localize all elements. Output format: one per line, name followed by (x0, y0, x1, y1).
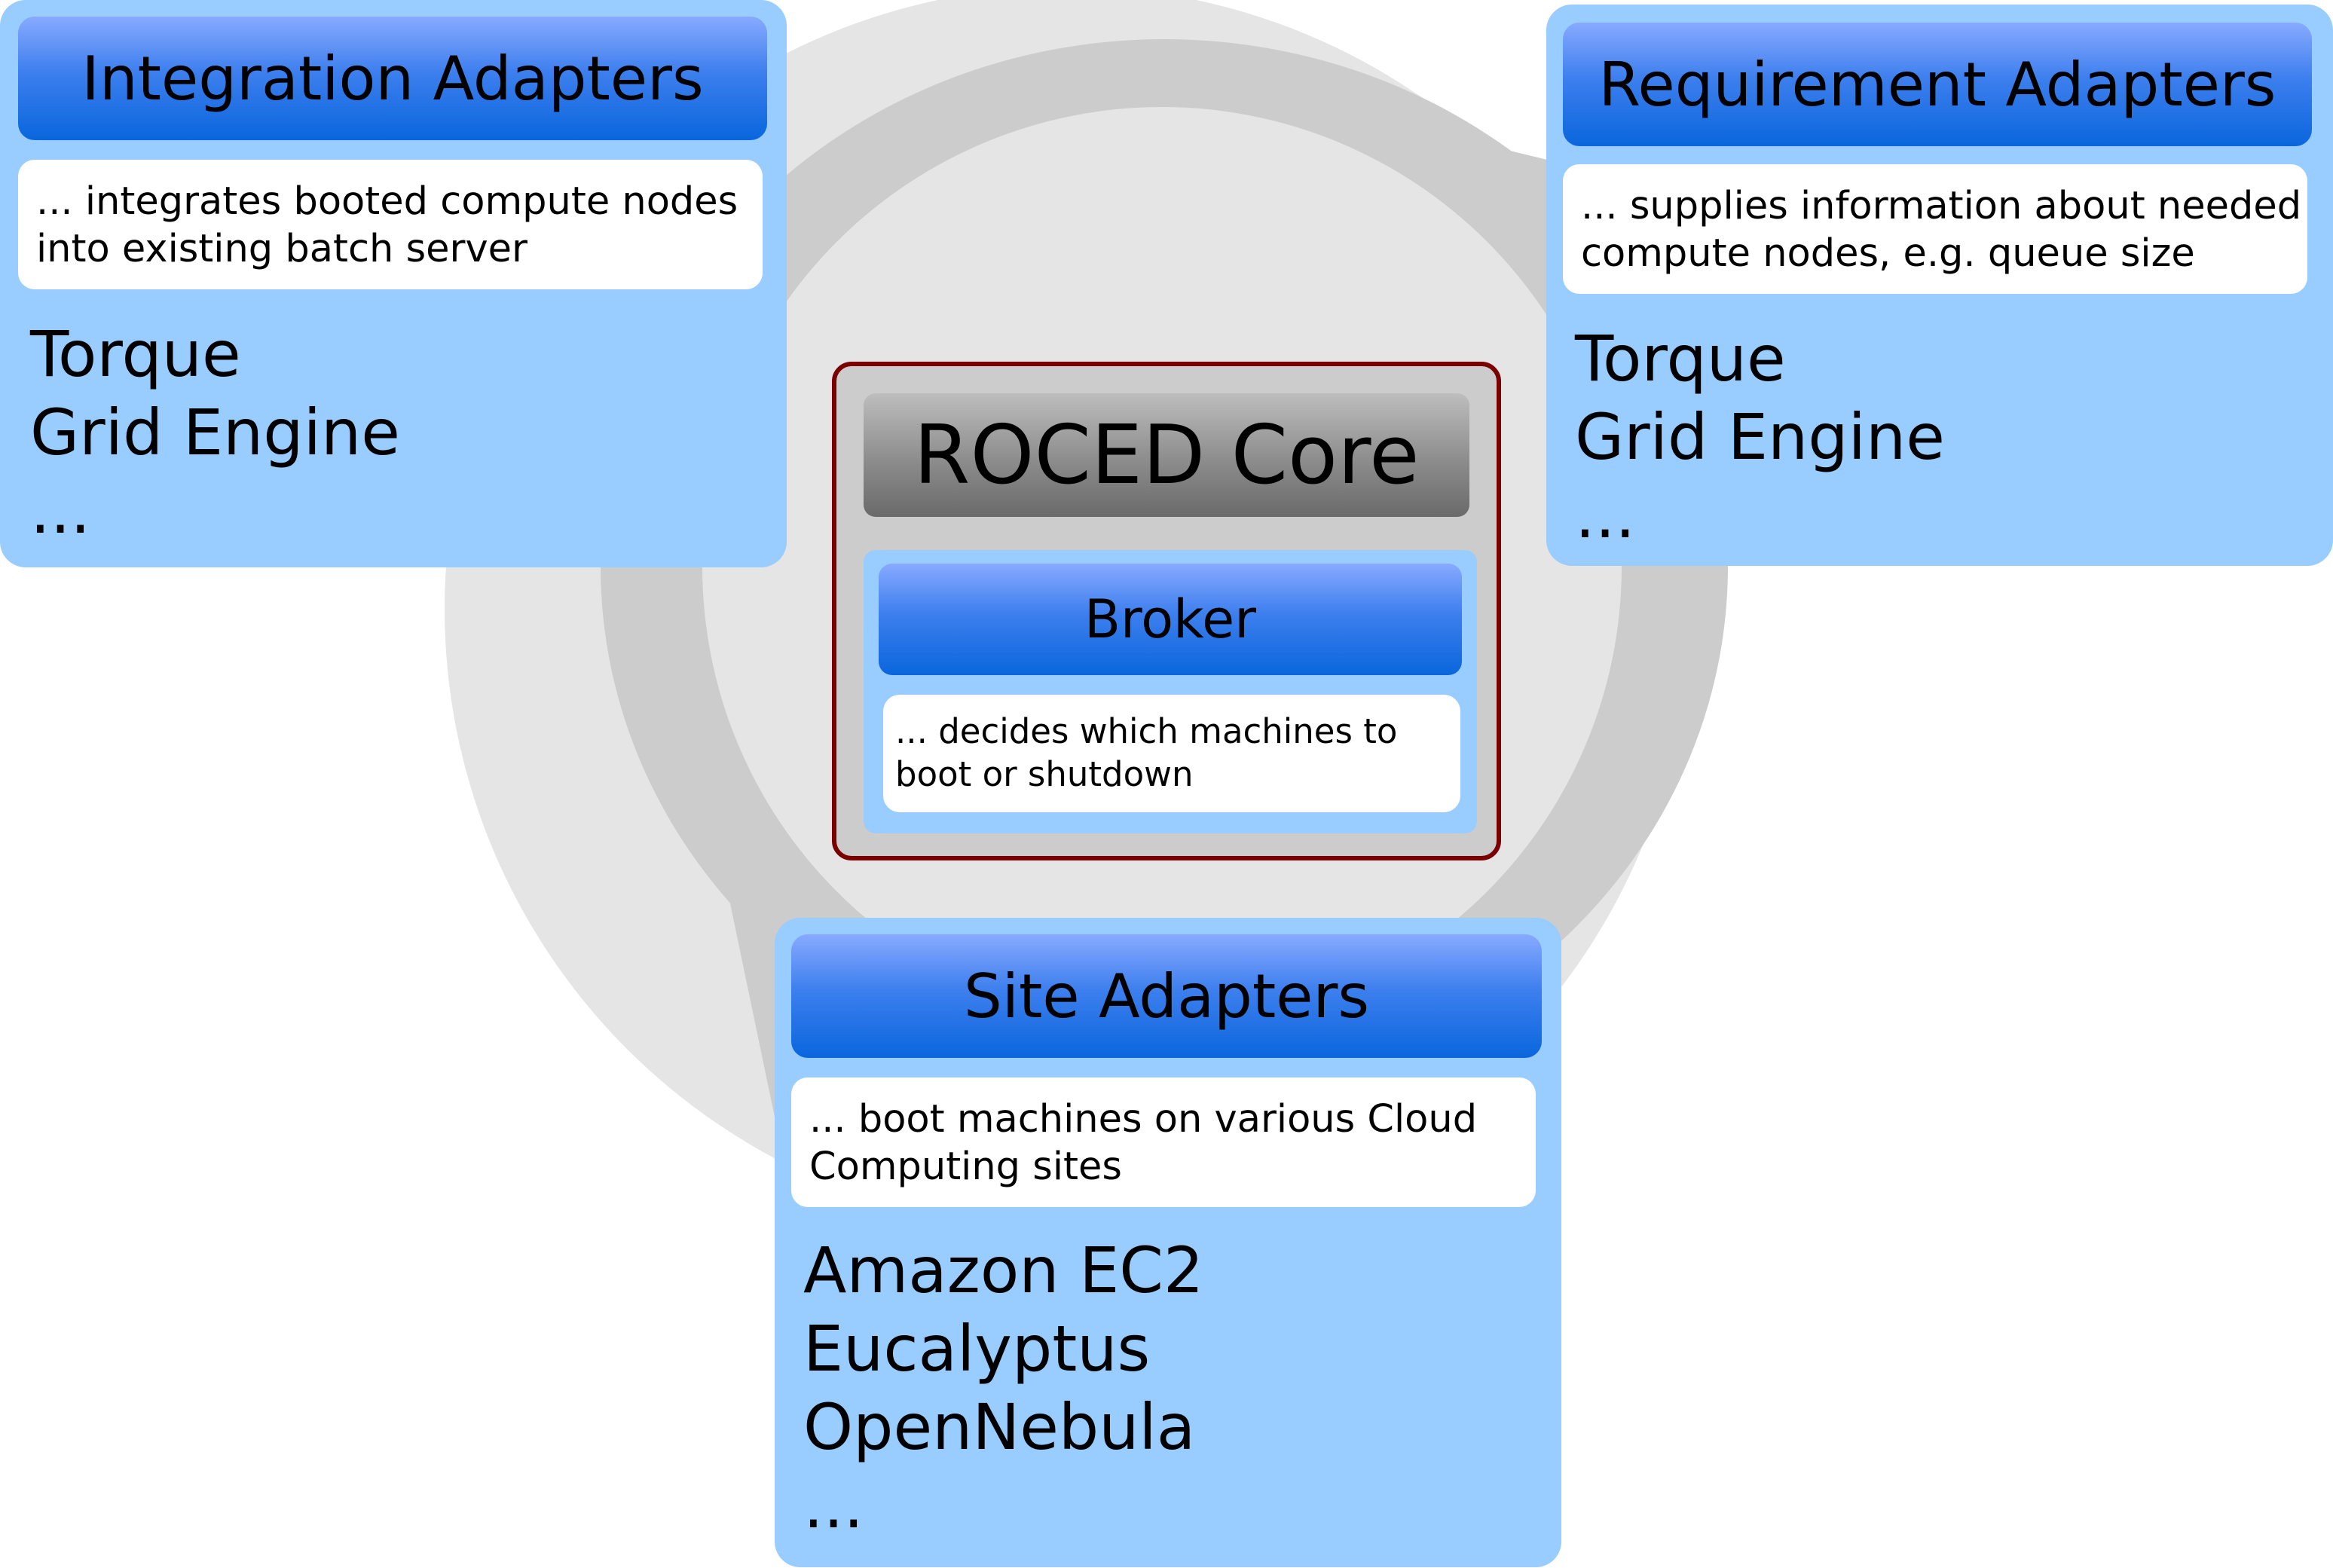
integration-adapters-title: Integration Adapters (18, 17, 767, 140)
list-item: Torque (1575, 322, 1786, 396)
list-item: ... (1575, 478, 1636, 552)
list-item: Torque (30, 317, 241, 391)
site-adapters-panel: Site Adapters ... boot machines on vario… (775, 918, 1561, 1567)
site-adapters-title: Site Adapters (791, 934, 1542, 1058)
roced-core-box: ROCED Core Broker ... decides which mach… (832, 362, 1501, 860)
broker-panel: Broker ... decides which machines to boo… (864, 550, 1477, 833)
broker-title: Broker (879, 564, 1462, 675)
requirement-adapters-panel: Requirement Adapters ... supplies inform… (1546, 5, 2333, 566)
broker-description: ... decides which machines to boot or sh… (883, 695, 1460, 812)
list-item: Eucalyptus (803, 1312, 1151, 1386)
roced-core-title: ROCED Core (864, 393, 1469, 517)
requirement-adapters-list: Torque Grid Engine ... (1575, 319, 1945, 555)
list-item: OpenNebula (803, 1390, 1196, 1464)
list-item: ... (803, 1469, 864, 1542)
site-adapters-description: ... boot machines on various Cloud Compu… (791, 1077, 1536, 1207)
list-item: ... (30, 474, 91, 548)
requirement-adapters-description: ... supplies information about needed co… (1563, 164, 2307, 294)
list-item: Grid Engine (1575, 400, 1945, 474)
integration-adapters-panel: Integration Adapters ... integrates boot… (0, 0, 787, 567)
list-item: Amazon EC2 (803, 1233, 1204, 1307)
requirement-adapters-title: Requirement Adapters (1563, 23, 2312, 146)
integration-adapters-description: ... integrates booted compute nodes into… (18, 160, 763, 289)
site-adapters-list: Amazon EC2 Eucalyptus OpenNebula ... (803, 1231, 1203, 1545)
integration-adapters-list: Torque Grid Engine ... (30, 315, 400, 550)
list-item: Grid Engine (30, 396, 400, 469)
